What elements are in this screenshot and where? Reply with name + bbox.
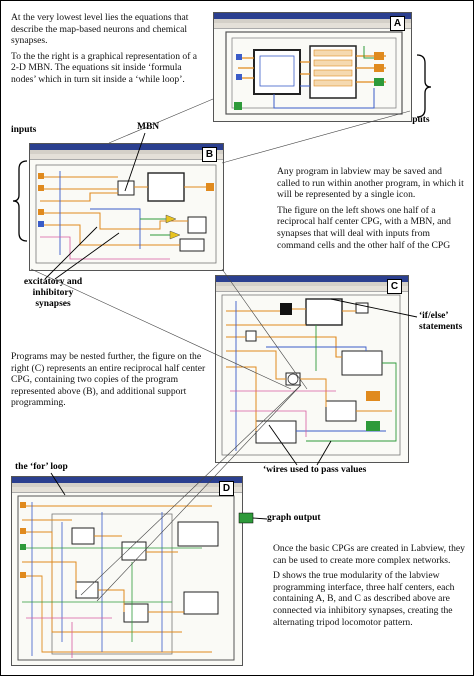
window-a-toolbar <box>214 23 411 29</box>
window-a-block-diagram <box>225 31 403 115</box>
panel-letter-a: A <box>390 16 405 31</box>
text-b-para2: The figure on the left shows one half of… <box>277 204 451 251</box>
text-b-para1: Any program in labview may be saved and … <box>277 166 464 201</box>
window-c-toolbar <box>216 286 408 292</box>
mbn-arrow <box>124 132 146 192</box>
text-a-para2: To the the right is a graphical represen… <box>11 50 198 85</box>
text-d-para2: D shows the true modularity of the labvi… <box>273 570 455 628</box>
connector-c-to-d-left <box>80 384 302 596</box>
label-ifelse-line2: statements <box>419 322 463 332</box>
window-d-block-diagram <box>17 495 235 661</box>
labview-window-b: B <box>29 143 224 271</box>
text-a-para1: At the very lowest level lies the equati… <box>11 12 189 47</box>
label-ifelse: ‘if/else’ statements <box>419 311 462 333</box>
labview-window-c: C <box>215 275 409 463</box>
labview-window-a: A <box>213 12 412 122</box>
text-block-b: Any program in labview may be saved and … <box>277 166 467 255</box>
text-block-a: At the very lowest level lies the equati… <box>11 12 199 90</box>
text-block-c: Programs may be nested further, the figu… <box>11 351 206 413</box>
connector-c-to-d-right <box>96 384 302 602</box>
label-synapses-line3: synapses <box>35 299 71 309</box>
text-c-para1: Programs may be nested further, the figu… <box>11 351 206 409</box>
labview-window-d: D <box>11 476 243 666</box>
window-b-titlebar <box>30 144 223 150</box>
connector-b-to-c-right <box>221 268 308 390</box>
window-b-toolbar <box>30 154 223 160</box>
label-inputs: inputs <box>11 125 37 135</box>
label-for-loop: the ‘for’ loop <box>15 462 68 472</box>
text-block-d: Once the basic CPGs are created in Labvi… <box>273 543 465 632</box>
connector-b-to-c-left <box>30 268 292 390</box>
synapses-arrow-1 <box>44 226 98 280</box>
label-synapses-line2: inhibitory <box>32 288 74 298</box>
wires-arrow-1 <box>268 424 298 466</box>
window-d-toolbar <box>12 487 242 493</box>
window-b-block-diagram <box>35 164 217 264</box>
panel-letter-c: C <box>387 279 402 294</box>
label-mbn: MBN <box>137 122 160 132</box>
label-synapses-line1: excitatory and <box>23 277 83 287</box>
window-d-titlebar <box>12 477 242 483</box>
outputs-bracket <box>416 54 432 118</box>
label-wires: ‘wires used to pass values <box>263 465 367 475</box>
label-outputs: outputs <box>399 115 430 125</box>
text-d-para1: Once the basic CPGs are created in Labvi… <box>273 543 465 566</box>
connector-a-to-b-right <box>221 110 411 164</box>
connector-a-to-b-left <box>108 98 214 144</box>
wires-arrow-2 <box>316 440 332 466</box>
window-c-titlebar <box>216 276 408 282</box>
window-c-block-diagram <box>221 294 401 456</box>
for-loop-arrow <box>50 472 66 496</box>
window-a-titlebar <box>214 13 411 19</box>
label-synapses: excitatory and inhibitory synapses <box>13 277 93 310</box>
graph-output-arrow <box>252 517 268 520</box>
label-ifelse-line1: ‘if/else’ <box>419 311 449 321</box>
inputs-bracket <box>12 160 28 242</box>
graph-output-icon <box>238 512 254 524</box>
ifelse-arrow <box>330 298 418 318</box>
panel-letter-b: B <box>202 147 217 162</box>
label-graph-output: graph output <box>267 513 321 523</box>
panel-letter-d: D <box>219 481 234 496</box>
synapses-arrow-2 <box>54 232 120 280</box>
